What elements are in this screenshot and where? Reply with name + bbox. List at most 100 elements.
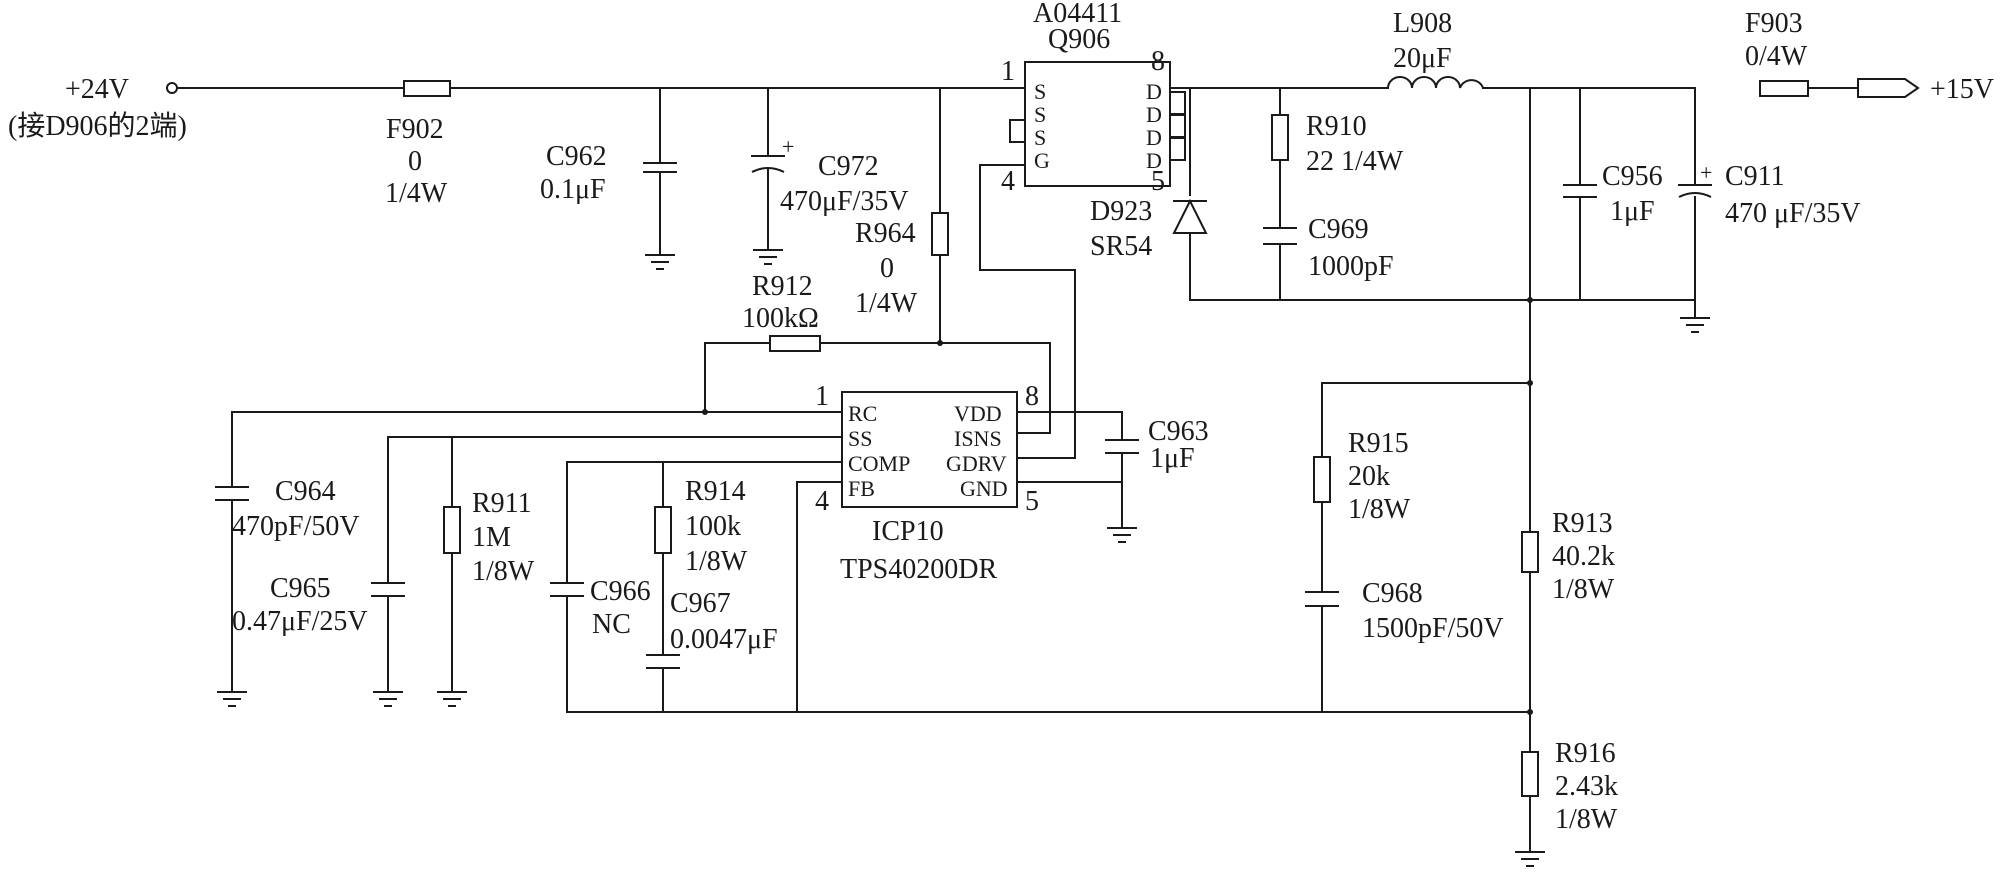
c968-value: 1500pF/50V bbox=[1362, 613, 1504, 644]
c968-ref: C968 bbox=[1362, 578, 1423, 609]
r912-value: 100kΩ bbox=[742, 303, 819, 334]
ic-pin-number-1: 1 bbox=[815, 381, 829, 412]
q906-pin-s2: S bbox=[1034, 102, 1046, 127]
ic-pin-number-8: 8 bbox=[1025, 381, 1039, 412]
capacitor-c963-icon bbox=[1105, 439, 1139, 454]
q906-pin-s3: S bbox=[1034, 125, 1046, 150]
ic-pin-rc: RC bbox=[848, 401, 877, 426]
capacitor-c962-icon bbox=[643, 162, 677, 173]
resistor-r912-icon bbox=[769, 335, 821, 352]
q906-pin-g: G bbox=[1034, 148, 1050, 173]
c964-value: 470pF/50V bbox=[232, 511, 360, 542]
c969-value: 1000pF bbox=[1308, 251, 1394, 282]
capacitor-c968-icon bbox=[1305, 591, 1339, 607]
l908-value: 20μF bbox=[1393, 43, 1452, 74]
r916-ref: R916 bbox=[1555, 738, 1616, 769]
ground-icon bbox=[437, 691, 467, 707]
q906-pin-number-8: 8 bbox=[1151, 46, 1165, 77]
c911-ref: C911 bbox=[1725, 161, 1785, 192]
inductor-l908-icon bbox=[1387, 76, 1484, 89]
capacitor-c965-icon bbox=[371, 582, 405, 597]
d923-ref: D923 bbox=[1090, 196, 1152, 227]
junction-dots bbox=[702, 297, 1533, 715]
c962-value: 0.1μF bbox=[540, 174, 606, 205]
input-voltage-label: +24V bbox=[65, 74, 129, 105]
r913-rating: 1/8W bbox=[1552, 574, 1615, 605]
r912-ref: R912 bbox=[752, 271, 813, 302]
q906-pin-d1: D bbox=[1146, 79, 1162, 104]
c966-value: NC bbox=[592, 609, 631, 640]
c972-polarity: + bbox=[782, 134, 794, 159]
c956-ref: C956 bbox=[1602, 161, 1663, 192]
c972-ref: C972 bbox=[818, 151, 879, 182]
resistor-r914-icon bbox=[654, 506, 672, 554]
r914-value: 100k bbox=[685, 511, 741, 542]
ic-pin-number-4: 4 bbox=[815, 486, 829, 517]
output-connector-icon bbox=[1857, 78, 1920, 98]
f903-ref: F903 bbox=[1745, 8, 1803, 39]
resistor-r964-icon bbox=[931, 212, 949, 256]
ic-pin-vdd: VDD bbox=[954, 401, 1002, 426]
capacitor-c967-icon bbox=[646, 654, 680, 669]
c911-value: 470 μF/35V bbox=[1725, 198, 1861, 229]
r914-ref: R914 bbox=[685, 476, 746, 507]
ic-pin-ss: SS bbox=[848, 426, 872, 451]
r964-rating: 1/4W bbox=[855, 288, 918, 319]
capacitor-c972-icon bbox=[751, 155, 785, 173]
q906-ref: Q906 bbox=[1048, 24, 1110, 55]
ic-pin-gnd: GND bbox=[960, 476, 1008, 501]
ground-icon bbox=[753, 249, 783, 265]
capacitor-c911-icon bbox=[1678, 184, 1712, 198]
fuse-f903-icon bbox=[1759, 80, 1809, 97]
q906-pin-s1: S bbox=[1034, 79, 1046, 104]
resistor-r910-icon bbox=[1271, 114, 1289, 161]
c965-ref: C965 bbox=[270, 573, 331, 604]
r916-value: 2.43k bbox=[1555, 771, 1618, 802]
q906-part-number: A04411 bbox=[1033, 0, 1122, 29]
r915-rating: 1/8W bbox=[1348, 494, 1411, 525]
c965-value: 0.47μF/25V bbox=[232, 606, 368, 637]
f902-ref: F902 bbox=[386, 114, 444, 145]
q906-pin-number-1: 1 bbox=[1001, 56, 1015, 87]
mosfet-q906: S S S G D D D D bbox=[1009, 61, 1186, 187]
r913-value: 40.2k bbox=[1552, 541, 1615, 572]
l908-ref: L908 bbox=[1393, 8, 1452, 39]
f903-value: 0/4W bbox=[1745, 41, 1808, 72]
c967-value: 0.0047μF bbox=[670, 624, 778, 655]
ic-pin-fb: FB bbox=[848, 476, 875, 501]
r911-value: 1M bbox=[472, 522, 511, 553]
f902-rating: 1/4W bbox=[385, 178, 448, 209]
r964-ref: R964 bbox=[855, 218, 916, 249]
fuse-f902-icon bbox=[403, 80, 451, 97]
ic-pin-number-5: 5 bbox=[1025, 486, 1039, 517]
c911-polarity: + bbox=[1700, 160, 1712, 185]
ground-icon bbox=[1680, 317, 1710, 333]
d923-part: SR54 bbox=[1090, 231, 1152, 262]
input-note-label: (接D906的2端) bbox=[8, 110, 187, 142]
ic-pin-comp: COMP bbox=[848, 451, 910, 476]
ground-icon bbox=[1107, 527, 1137, 543]
c963-ref: C963 bbox=[1148, 416, 1209, 447]
capacitor-c964-icon bbox=[215, 486, 249, 501]
capacitor-c969-icon bbox=[1263, 227, 1297, 245]
r911-ref: R911 bbox=[472, 488, 532, 519]
r915-value: 20k bbox=[1348, 461, 1390, 492]
resistor-r913-icon bbox=[1521, 531, 1539, 573]
c956-value: 1μF bbox=[1610, 196, 1655, 227]
ground-icon bbox=[217, 691, 247, 707]
r910-value: 22 1/4W bbox=[1306, 146, 1404, 177]
resistor-r916-icon bbox=[1521, 751, 1539, 797]
q906-pin-d4: D bbox=[1146, 148, 1162, 173]
ic-part-number: TPS40200DR bbox=[840, 554, 997, 585]
q906-pin-d2: D bbox=[1146, 102, 1162, 127]
ground-icon bbox=[1515, 851, 1545, 867]
q906-pin-d3: D bbox=[1146, 125, 1162, 150]
r914-rating: 1/8W bbox=[685, 546, 748, 577]
resistor-r915-icon bbox=[1313, 456, 1331, 503]
r964-value: 0 bbox=[880, 253, 894, 284]
capacitor-c956-icon bbox=[1563, 184, 1597, 198]
resistor-r911-icon bbox=[443, 506, 461, 554]
c964-ref: C964 bbox=[275, 476, 336, 507]
r913-ref: R913 bbox=[1552, 508, 1613, 539]
r911-rating: 1/8W bbox=[472, 556, 535, 587]
